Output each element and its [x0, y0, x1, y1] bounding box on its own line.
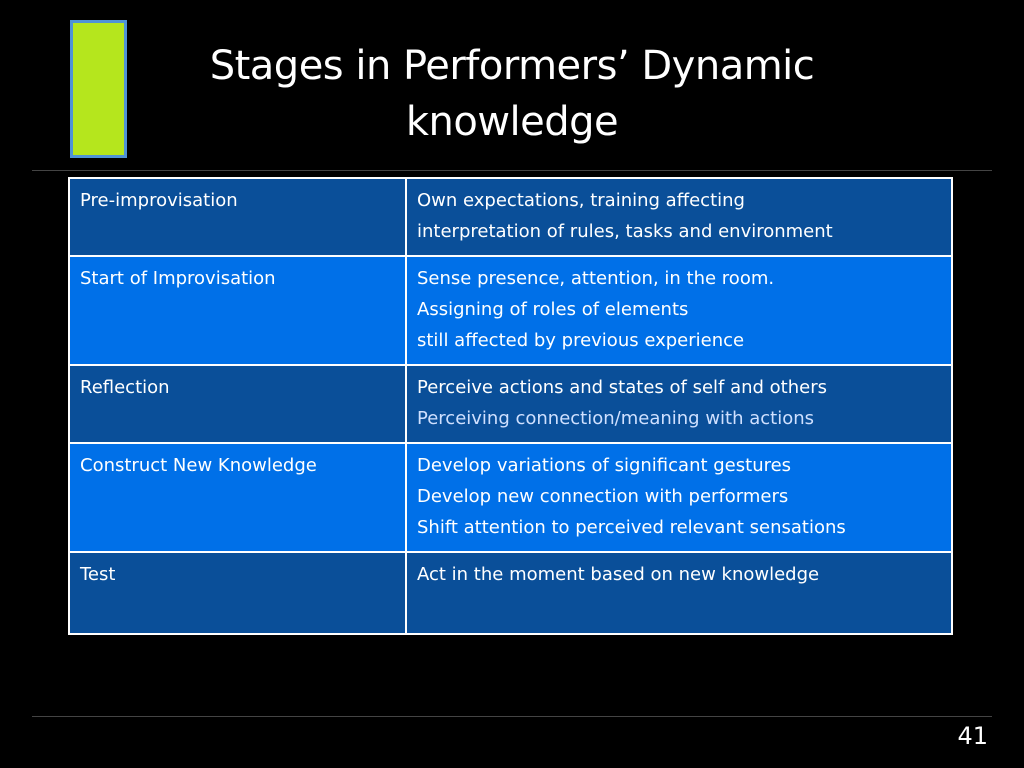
- slide-title-line-1: Stages in Performers’ Dynamic: [209, 43, 815, 89]
- details-cell: Perceive actions and states of self and …: [405, 364, 953, 444]
- details-cell: Sense presence, attention, in the room. …: [405, 255, 953, 366]
- detail-line: Sense presence, attention, in the room.: [417, 268, 775, 289]
- stage-cell: Pre-improvisation: [68, 177, 407, 257]
- accent-bar: [70, 20, 127, 158]
- detail-line: interpretation of rules, tasks and envir…: [417, 221, 833, 242]
- detail-line: Own expectations, training affecting: [417, 190, 745, 211]
- stage-cell: Start of Improvisation: [68, 255, 407, 366]
- detail-line: Perceive actions and states of self and …: [417, 377, 828, 398]
- stage-cell: Construct New Knowledge: [68, 442, 407, 553]
- detail-line: Develop new connection with performers: [417, 486, 789, 507]
- details-cell: Develop variations of significant gestur…: [405, 442, 953, 553]
- slide-title: Stages in Performers’ Dynamic knowledge: [150, 38, 874, 150]
- table-row: Test Act in the moment based on new know…: [68, 551, 953, 635]
- details-cell: Act in the moment based on new knowledge: [405, 551, 953, 635]
- stages-table: Pre-improvisation Own expectations, trai…: [68, 177, 953, 635]
- detail-line: Perceiving connection/meaning with actio…: [417, 408, 815, 429]
- stage-cell: Test: [68, 551, 407, 635]
- bottom-divider: [32, 716, 992, 717]
- table-row: Start of Improvisation Sense presence, a…: [68, 255, 953, 366]
- stage-cell: Reflection: [68, 364, 407, 444]
- top-divider: [32, 170, 992, 171]
- details-cell: Own expectations, training affecting int…: [405, 177, 953, 257]
- detail-line: Develop variations of significant gestur…: [417, 455, 792, 476]
- table-row: Construct New Knowledge Develop variatio…: [68, 442, 953, 553]
- detail-line: Shift attention to perceived relevant se…: [417, 517, 846, 538]
- detail-line: Act in the moment based on new knowledge: [417, 564, 820, 585]
- table-row: Reflection Perceive actions and states o…: [68, 364, 953, 444]
- detail-line: Assigning of roles of elements: [417, 299, 689, 320]
- table-row: Pre-improvisation Own expectations, trai…: [68, 177, 953, 257]
- page-number: 41: [957, 722, 988, 750]
- detail-line: still affected by previous experience: [417, 330, 745, 351]
- slide-title-line-2: knowledge: [405, 99, 619, 145]
